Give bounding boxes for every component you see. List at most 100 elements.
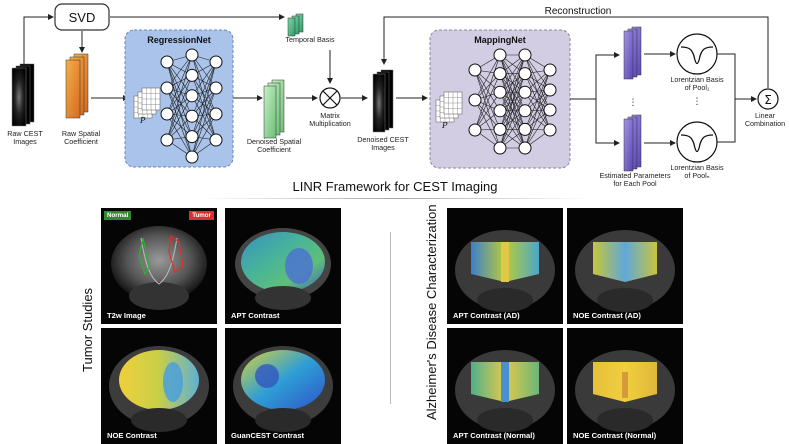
times-icon [322,90,338,106]
neuron-node [493,122,507,136]
neuron-node [209,55,223,69]
neuron-node [493,104,507,118]
raw-cest-stack [11,63,35,127]
panel-label: GuanCEST Contrast [231,431,304,440]
alzheimer-section-label: Alzheimer's Disease Characterization [424,204,439,420]
normal-tag: Normal [104,211,132,220]
pipeline-diagram: SVD RegressionNet P [11,3,779,172]
params-dots: ⋮ [629,98,638,108]
params-stack-1 [623,26,642,80]
lorentz-dots: ⋮ [693,97,702,107]
arrow-raw-to-svd [23,14,54,64]
sum-circle [757,88,779,110]
neuron-node [185,130,199,144]
temporal-basis-label: Temporal Basis [285,35,335,44]
tumor-section-label: Tumor Studies [80,287,95,372]
neuron-node [209,133,223,147]
lorentzian-curve-icon [680,46,714,65]
denoised-cest-stack [372,69,394,133]
section-divider [390,232,391,404]
mapping-neural-net [468,48,557,155]
lorentz-circle-1 [676,33,718,75]
neuron-node [160,133,174,147]
neuron-node [185,150,199,164]
panel-label: NOE Contrast (Normal) [573,431,657,440]
mapping-net-title: MappingNet [474,35,526,45]
neuron-node [493,48,507,62]
neuron-node [543,103,557,117]
panel-noe-ad: NOE Contrast (AD) [567,208,683,324]
panel-label: T2w Image [107,311,146,320]
regression-net-title: RegressionNet [147,35,211,45]
regression-coord-grid [133,87,161,119]
panel-apt-ad: APT Contrast (AD) [447,208,563,324]
svd-label: SVD [69,10,96,25]
neuron-node [543,63,557,77]
raw-spatial-stack [65,53,89,119]
panel-label: NOE Contrast (AD) [573,311,641,320]
arrow-reconstruction [381,16,769,88]
tumor-tag: Tumor [189,211,214,220]
arrow-split [570,54,618,144]
denoised-spatial-stack [263,79,285,139]
panel-label: APT Contrast (AD) [453,311,520,320]
neuron-node [160,107,174,121]
neuron-node [518,141,532,155]
temporal-basis-stack [287,13,304,37]
neuron-node [468,93,482,107]
mapping-coord-grid [435,91,463,123]
panel-noe-contrast: NOE Contrast [101,328,217,444]
neuron-node [543,83,557,97]
neuron-node [518,122,532,136]
lorentz-circle-n [676,121,718,163]
mapping-p-label: P [441,121,448,130]
neuron-node [493,67,507,81]
panel-label: APT Contrast (Normal) [453,431,535,440]
neuron-node [185,68,199,82]
neuron-node [468,63,482,77]
panel-label: APT Contrast [231,311,280,320]
neuron-node [518,104,532,118]
neuron-node [493,85,507,99]
neuron-node [185,48,199,62]
svd-box [54,3,110,31]
panel-t2w: Normal Tumor T2w Image [101,208,217,324]
panel-guancest-contrast: GuanCEST Contrast [225,328,341,444]
panel-apt-contrast: APT Contrast [225,208,341,324]
neuron-node [160,81,174,95]
neuron-node [209,107,223,121]
regression-neural-net [160,48,223,164]
neuron-node [185,89,199,103]
neuron-node [518,85,532,99]
panel-label: NOE Contrast [107,431,157,440]
neuron-node [209,81,223,95]
title-underline [200,198,590,199]
neuron-node [468,123,482,137]
neuron-node [518,67,532,81]
reconstruction-label: Reconstruction [545,6,612,17]
neuron-node [493,141,507,155]
neuron-node [160,55,174,69]
lorentzian-curve-icon [680,134,714,153]
panel-apt-normal: APT Contrast (Normal) [447,328,563,444]
arrow-ln-to-sum [717,99,736,143]
sum-icon: Σ [764,93,772,107]
regression-p-label: P [139,116,146,125]
framework-title: LINR Framework for CEST Imaging [292,179,498,194]
arrow-l1-to-sum [717,53,757,102]
neuron-node [518,48,532,62]
panel-noe-normal: NOE Contrast (Normal) [567,328,683,444]
params-stack-n [623,114,642,172]
neuron-node [543,123,557,137]
neuron-node [185,109,199,123]
